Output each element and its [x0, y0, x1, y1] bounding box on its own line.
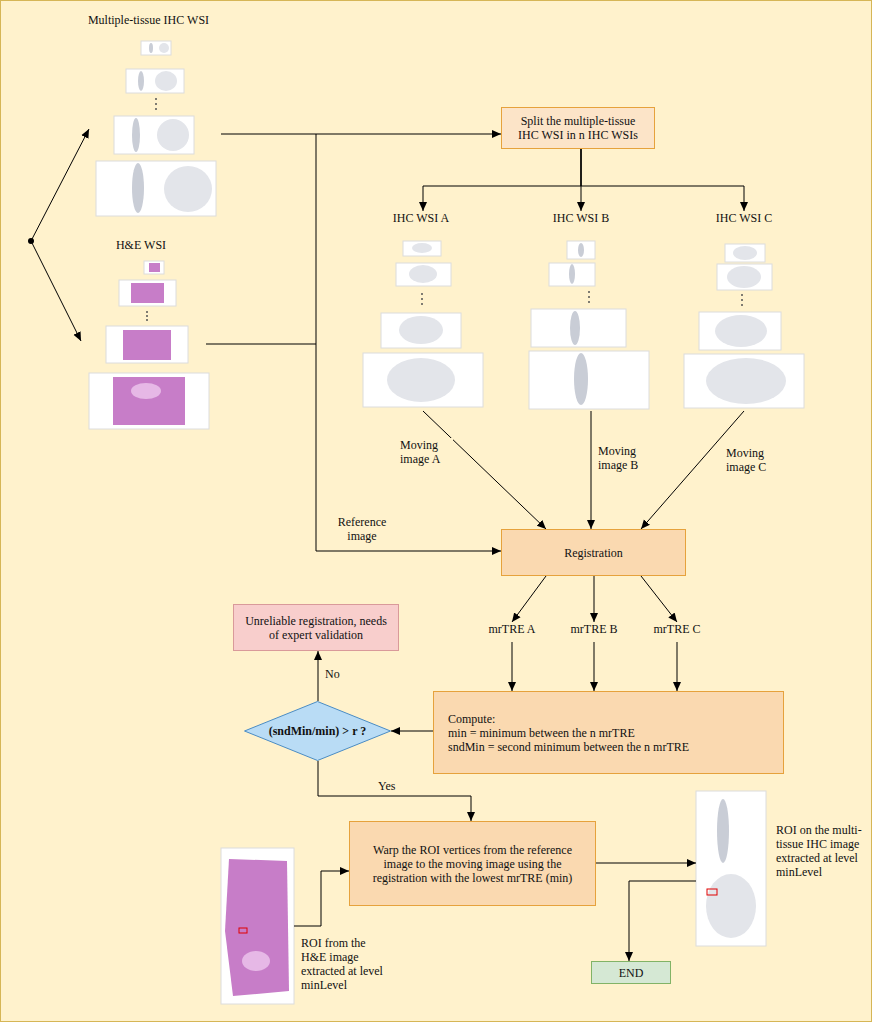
slide-stack: IHC WSI A	[351, 211, 491, 411]
warning-box: Unreliable registration, needs of expert…	[233, 604, 399, 651]
image-title: IHC WSI B	[516, 211, 646, 225]
edge-label: Reference image	[325, 515, 399, 543]
diamond-shape	[245, 702, 391, 761]
image-caption: ROI on the multi-tissue IHC image extrac…	[776, 823, 866, 879]
metric-label: mrTRE A	[481, 622, 543, 642]
flow-arrow	[677, 642, 678, 691]
node-text: Unreliable registration, needs of expert…	[244, 614, 388, 642]
roi-image: ROI on the multi-tissue IHC image extrac…	[696, 791, 766, 946]
image-caption: ROI from the H&E image extracted at leve…	[301, 936, 389, 992]
flow-arrow	[318, 651, 319, 701]
edge-label: Moving image A	[399, 438, 453, 466]
flow-arrow	[591, 411, 592, 529]
node-text: Split the multiple-tissue IHC WSI in n I…	[512, 114, 644, 142]
image-title: IHC WSI C	[679, 211, 809, 225]
slide-stack: IHC WSI B	[516, 211, 646, 411]
node-text: Registration	[564, 546, 623, 560]
node-text: mrTRE B	[563, 622, 625, 636]
flow-arrow	[206, 344, 501, 551]
flow-arrow	[512, 642, 513, 691]
flow-arrow	[391, 731, 433, 732]
flow-arrow	[221, 134, 501, 135]
image-title: IHC WSI A	[351, 211, 491, 225]
node-text: sndMin = second minimum between the n mr…	[448, 740, 689, 754]
node-text: min = minimum between the n mrTRE	[448, 726, 635, 740]
flow-arrow	[594, 642, 595, 691]
flow-arrow	[294, 871, 349, 926]
edge-label: Yes	[377, 779, 403, 793]
flow-arrow	[581, 149, 744, 211]
node-text: mrTRE C	[646, 622, 708, 636]
node-text: END	[619, 966, 644, 980]
decision-diamond: (sndMin/min) > r ?	[244, 701, 391, 761]
roi-image: ROI from the H&E image extracted at leve…	[221, 848, 294, 1004]
edge-label: Moving image C	[725, 446, 782, 474]
slide-stack: IHC WSI C	[679, 211, 809, 411]
image-title: H&E WSI	[76, 238, 206, 252]
metric-label: mrTRE C	[646, 622, 708, 642]
flow-arrow	[641, 576, 677, 622]
node-text: mrTRE A	[481, 622, 543, 636]
slide-stack: Multiple-tissue IHC WSI	[76, 13, 221, 218]
flow-arrow	[594, 576, 595, 622]
node-text: Compute:	[448, 712, 495, 726]
flow-arrow	[423, 411, 546, 529]
slide-stack: H&E WSI	[76, 238, 206, 433]
flow-arrow	[596, 863, 696, 864]
end-box: END	[591, 961, 671, 984]
node-text: (sndMin/min) > r ?	[269, 724, 367, 738]
process-box: Registration	[501, 529, 686, 576]
flow-arrow	[423, 149, 581, 211]
process-box: Compute:min = minimum between the n mrTR…	[433, 691, 784, 774]
metric-label: mrTRE B	[563, 622, 625, 642]
flow-arrow	[512, 576, 546, 622]
process-box: Split the multiple-tissue IHC WSI in n I…	[501, 107, 655, 149]
node-text: Warp the ROI vertices from the reference…	[360, 843, 585, 885]
edge-label: Moving image B	[597, 444, 654, 472]
flow-arrow	[629, 881, 696, 961]
process-box: Warp the ROI vertices from the reference…	[349, 821, 596, 906]
edge-label: No	[324, 667, 346, 681]
image-title: Multiple-tissue IHC WSI	[76, 13, 221, 27]
